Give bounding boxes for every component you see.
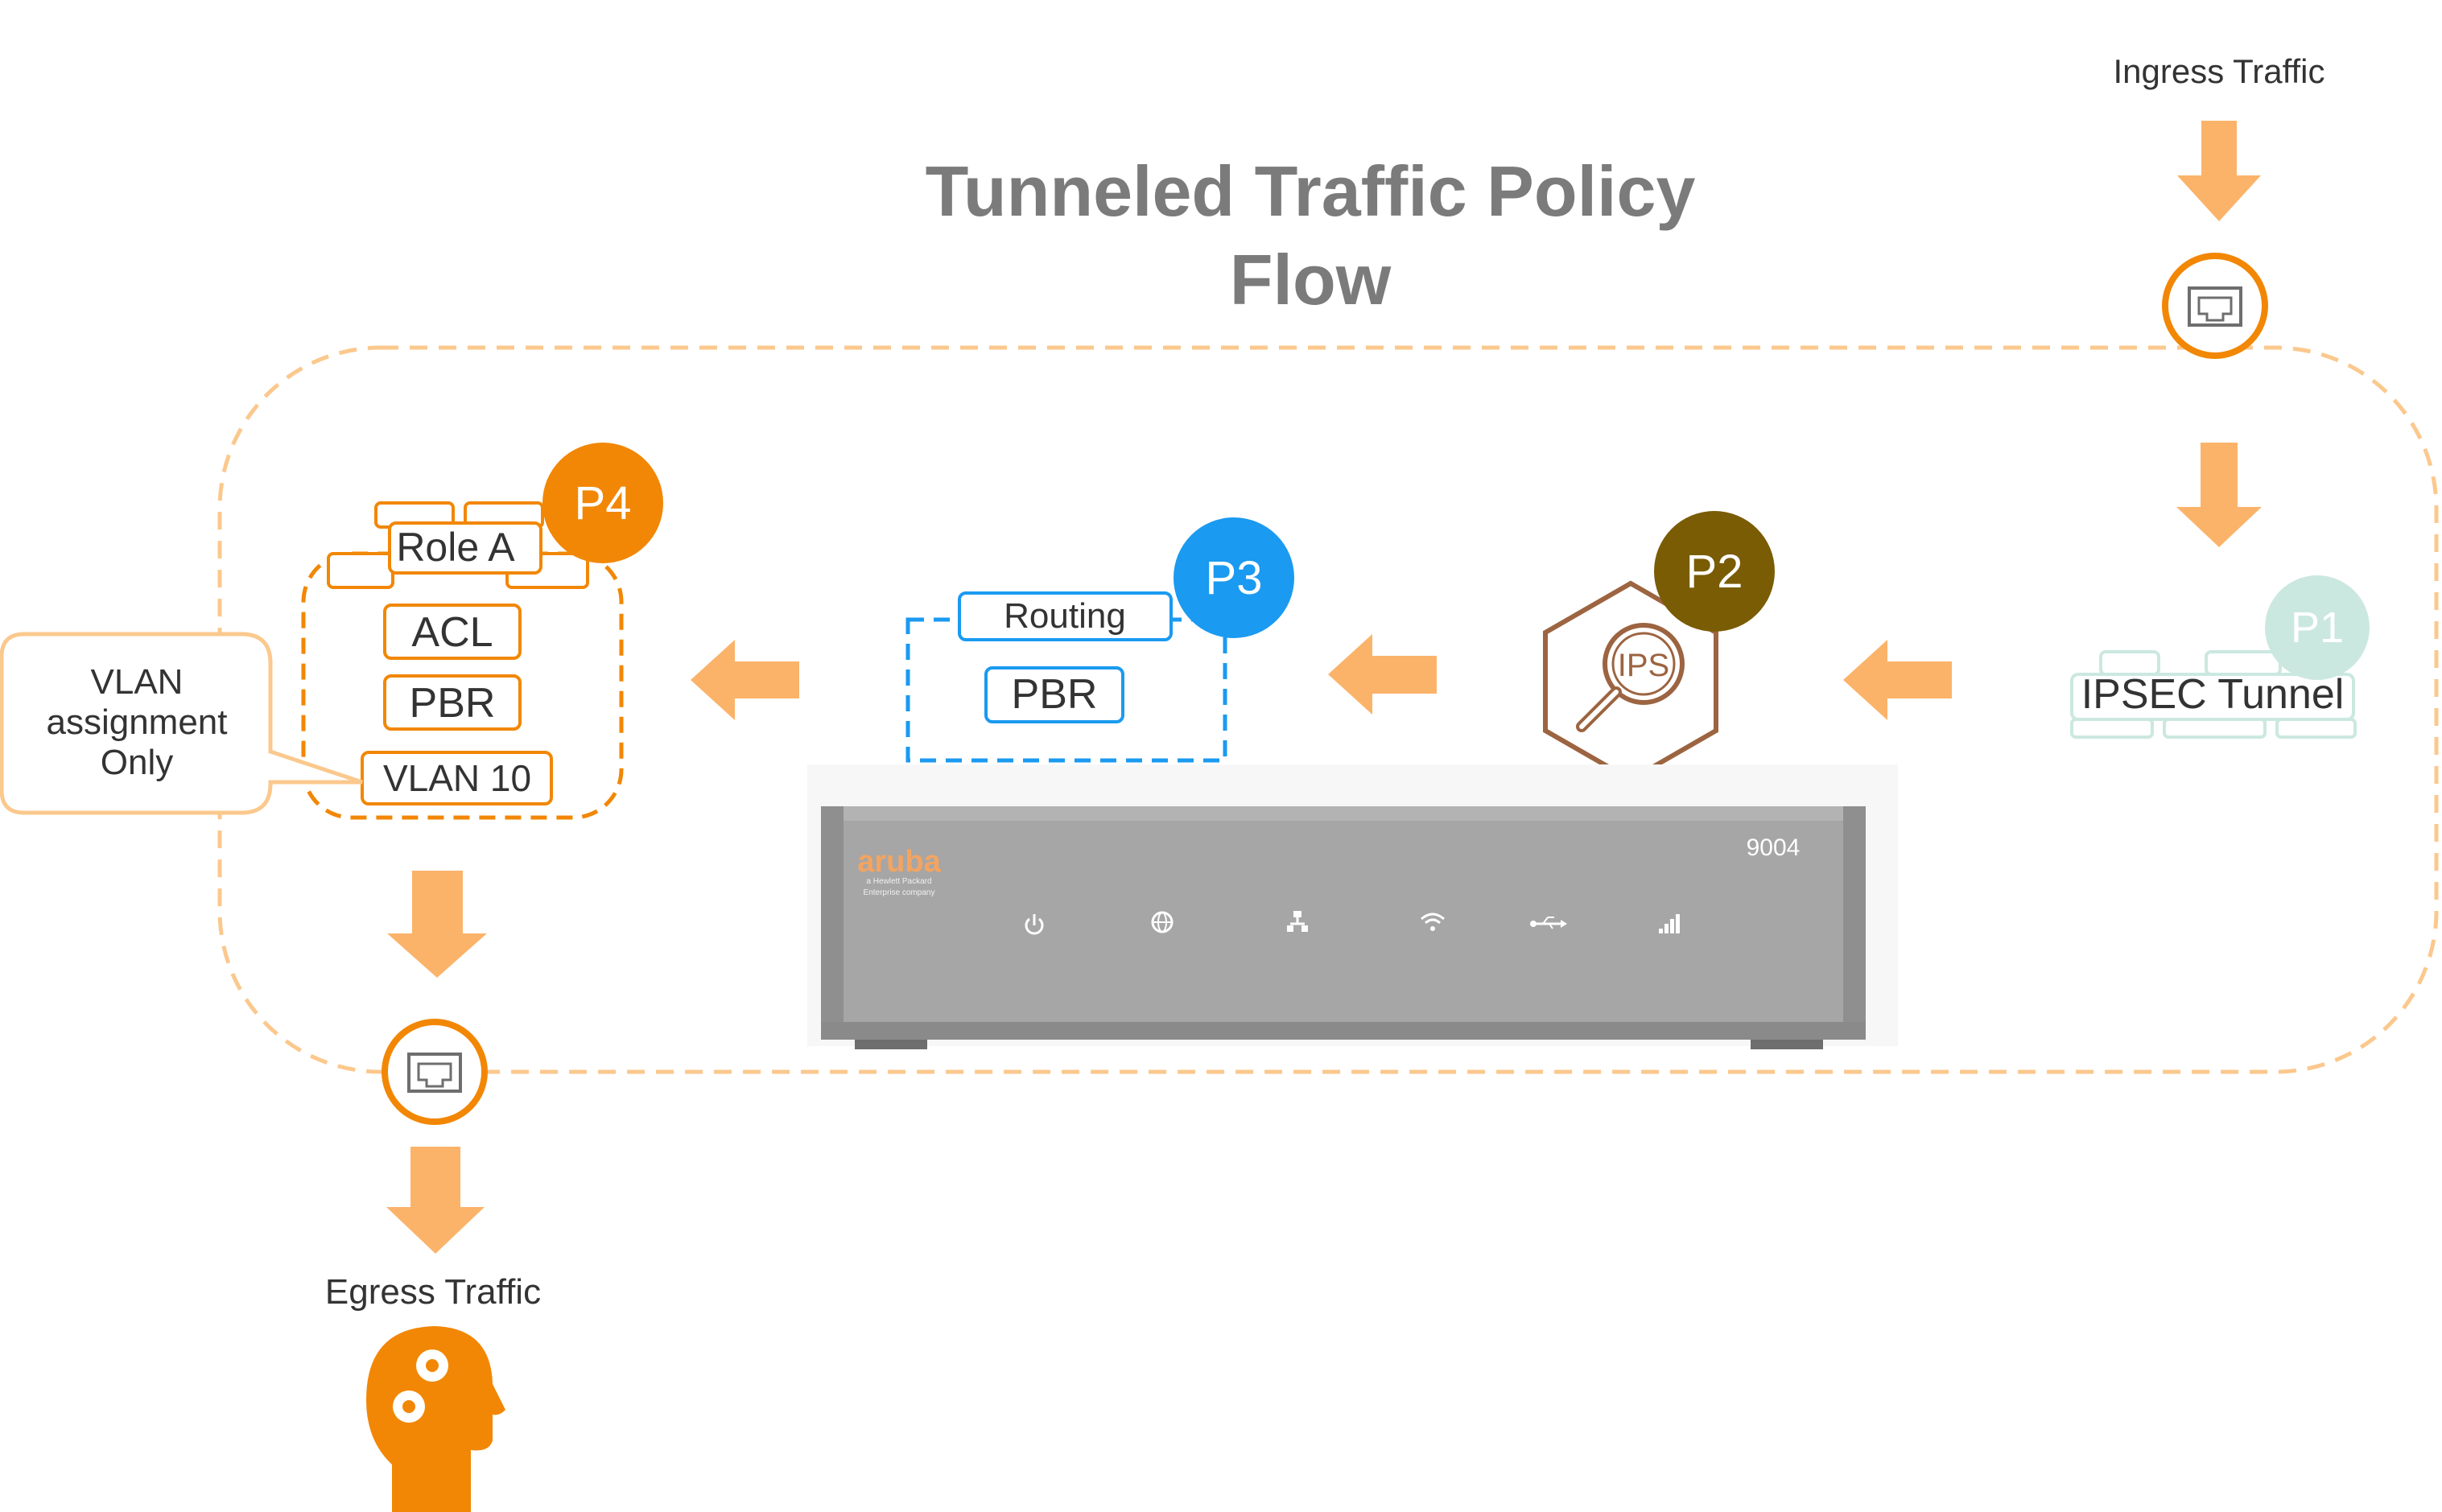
callout-line2: assignment xyxy=(46,702,227,742)
arrow-p3-to-p4 xyxy=(691,640,799,720)
p3-pbr-box xyxy=(984,666,1124,723)
ingress-arrow-down xyxy=(2177,121,2261,221)
ingress-traffic-label: Ingress Traffic xyxy=(2114,52,2325,90)
p4-acl-box xyxy=(383,604,522,660)
ingress-arrow-down-2 xyxy=(2176,443,2262,547)
p3-pbr-label: PBR xyxy=(1012,671,1098,718)
diagram-title-line2: Flow xyxy=(1230,240,1392,319)
p1-ipsec-tunnel: IPSEC Tunnel xyxy=(2070,650,2357,739)
p4-pbr-label: PBR xyxy=(410,680,496,727)
globe-icon xyxy=(1151,911,1174,933)
device-tagline-1: a Hewlett Packard xyxy=(866,877,931,886)
network-icon xyxy=(1287,911,1308,932)
user-head-gears-icon xyxy=(366,1326,505,1512)
tunnel-boundary xyxy=(217,345,2439,1074)
device-tagline-2: Enterprise company xyxy=(864,888,935,897)
power-icon xyxy=(1025,914,1044,935)
ingress-port-icon xyxy=(2162,253,2268,359)
signal-icon xyxy=(1659,914,1680,933)
p3-routing-box xyxy=(958,591,1173,641)
p4-vlan-label: VLAN 10 xyxy=(383,757,531,799)
device-model-label: 9004 xyxy=(1747,834,1801,861)
p3-badge-label: P3 xyxy=(1206,552,1263,604)
aruba-9004-device: aruba a Hewlett Packard Enterprise compa… xyxy=(807,764,1898,1049)
p2-ips-icon: IPS xyxy=(1543,580,1718,783)
p3-badge xyxy=(1174,517,1294,638)
p1-badge-label: P1 xyxy=(2291,604,2344,652)
p4-pbr-box xyxy=(383,674,522,731)
p4-badge-label: P4 xyxy=(575,477,632,529)
arrow-p2-to-p3 xyxy=(1328,634,1437,715)
p1-badge xyxy=(2265,575,2370,680)
p1-label: IPSEC Tunnel xyxy=(2081,671,2345,718)
p4-role-stack: Role A xyxy=(327,501,589,589)
p2-badge-label: P2 xyxy=(1686,546,1743,598)
p2-ips-label: IPS xyxy=(1618,648,1669,683)
usb-icon xyxy=(1530,917,1567,929)
arrow-p1-to-p2 xyxy=(1843,640,1952,720)
egress-port-icon xyxy=(382,1019,488,1125)
callout-line3: Only xyxy=(101,743,173,782)
p4-badge xyxy=(542,443,663,563)
callout-line1: VLAN xyxy=(91,662,184,702)
egress-traffic-label: Egress Traffic xyxy=(325,1272,541,1312)
device-brand-logo: aruba xyxy=(857,845,941,879)
diagram-title-line1: Tunneled Traffic Policy xyxy=(926,151,1696,231)
p4-acl-label: ACL xyxy=(411,609,493,656)
p4-vlan-box xyxy=(361,751,553,805)
wifi-icon xyxy=(1421,913,1445,931)
p4-role-label: Role A xyxy=(396,525,515,570)
egress-arrow-down xyxy=(387,871,487,978)
p3-routing-label: Routing xyxy=(1004,596,1126,636)
vlan-callout xyxy=(0,632,363,815)
p2-badge xyxy=(1654,511,1775,632)
egress-arrow-down-2 xyxy=(386,1147,485,1254)
